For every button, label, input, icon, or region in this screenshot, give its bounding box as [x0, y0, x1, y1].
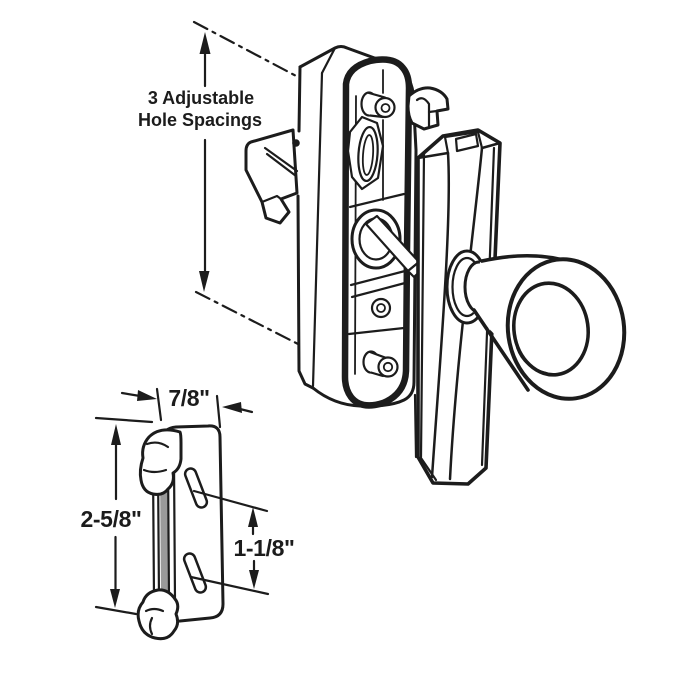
- extension-tick-bottom: [94, 605, 138, 616]
- dimension-hole-spacings: 3 Adjustable Hole Spacings: [138, 20, 302, 346]
- bracket-foot-edge: [260, 194, 283, 204]
- extension-line-lower-slot: [189, 575, 270, 596]
- screw-hole-outer: [370, 297, 392, 319]
- slot-spacing-value: 1-1/8": [234, 535, 295, 561]
- insert-strip: [160, 465, 168, 600]
- clip-outline: [138, 428, 183, 496]
- case-front-left-edge: [311, 71, 324, 388]
- screw-post-top: [360, 91, 396, 119]
- clip-crease-2: [148, 616, 154, 636]
- plate-width-value: 7/8": [168, 385, 209, 411]
- arrow-shaft-right: [238, 407, 254, 414]
- bracket-outline: [244, 128, 299, 225]
- extension-tick-left: [155, 387, 163, 422]
- case-ridge-edge: [320, 46, 337, 75]
- retainer-clip-bottom: [136, 588, 180, 641]
- plate-band-line-2: [349, 269, 407, 287]
- reference-line-top: [192, 20, 302, 80]
- hole-spacings-label-line2: Hole Spacings: [138, 110, 262, 130]
- bar-channel-top-cut: [443, 130, 484, 155]
- screw-post-bottom: [362, 350, 399, 378]
- bar-channel-tab: [454, 132, 480, 153]
- arrowhead-up-icon: [111, 424, 121, 445]
- post-barrel-top-edge: [368, 350, 387, 359]
- bracket-screw-icon: [292, 139, 300, 147]
- post-barrel-top-edge: [367, 91, 387, 99]
- bracket-crease-line-1: [263, 146, 299, 173]
- mounting-plate: [341, 56, 426, 409]
- arrowhead-down-icon: [110, 589, 120, 608]
- plate-band-line-1: [348, 192, 406, 209]
- screw-hole: [370, 297, 392, 319]
- adjustment-slot-lower: [182, 552, 208, 594]
- arrowhead-left-icon: [222, 402, 242, 413]
- arrow-shaft-left: [120, 391, 142, 398]
- knob-rim-detail-arc: [516, 347, 548, 374]
- post-face: [377, 356, 399, 378]
- case-right-bottom-edge: [311, 91, 418, 408]
- bar-channel-left-line: [430, 151, 451, 479]
- extension-tick-top: [94, 416, 154, 424]
- arrowhead-down-icon: [249, 570, 259, 589]
- dimension-slot-spacing: 1-1/8": [189, 489, 295, 596]
- dimension-plate-width: 7/8": [120, 385, 254, 429]
- arrowhead-right-icon: [137, 390, 157, 401]
- extension-line-upper-slot: [192, 489, 269, 513]
- case-left-edge-lower: [296, 194, 315, 390]
- adjustment-slot-upper: [183, 467, 209, 509]
- reference-line-bottom: [194, 290, 300, 346]
- knob-face-outer: [505, 257, 627, 401]
- arrowhead-down-icon: [199, 271, 210, 292]
- arrowhead-up-icon: [199, 32, 211, 54]
- case-left-edge-upper: [297, 65, 302, 133]
- mounting-bracket: [244, 128, 300, 225]
- plate-height-value: 2-5/8": [81, 506, 142, 532]
- knob-face-inner: [512, 281, 590, 377]
- dimension-plate-height: 2-5/8": [81, 416, 154, 616]
- plate-band-line-4: [347, 326, 406, 336]
- clip-crease-2: [142, 468, 168, 474]
- post-face: [374, 96, 396, 119]
- arrowhead-up-icon: [248, 507, 258, 527]
- boss-oval-inner: [361, 134, 375, 176]
- bar-front-top-edge-right: [480, 141, 502, 150]
- screw-hole-inner: [376, 303, 386, 313]
- door-knob: [445, 249, 627, 401]
- clip-crease-1: [144, 607, 165, 613]
- retainer-clip-top: [138, 428, 183, 496]
- latch-assembly: [244, 45, 627, 486]
- channel-line-4: [172, 461, 177, 603]
- case-back-edge-line: [413, 393, 418, 459]
- tongue-inner-edge: [415, 97, 431, 128]
- post-hole: [382, 361, 394, 373]
- oval-boss: [346, 115, 385, 191]
- tongue-notch-edge: [427, 109, 439, 114]
- keeper-latch-tongue: [406, 86, 450, 131]
- post-hole: [380, 103, 391, 113]
- plate-band-line-3: [350, 281, 407, 299]
- bar-left-chamfer-line: [419, 151, 426, 459]
- post-barrel-bottom-edge: [369, 371, 385, 378]
- clip-crease-1: [145, 441, 170, 449]
- strike-plate: [136, 424, 225, 641]
- clip-outline: [136, 588, 180, 641]
- knob-cone-bottom-edge: [472, 308, 530, 392]
- bar-bottom-bevel-line: [419, 456, 438, 482]
- hole-spacings-label-line1: 3 Adjustable: [148, 88, 254, 108]
- extension-tick-right: [215, 394, 222, 429]
- bracket-crease-line-2: [265, 152, 298, 178]
